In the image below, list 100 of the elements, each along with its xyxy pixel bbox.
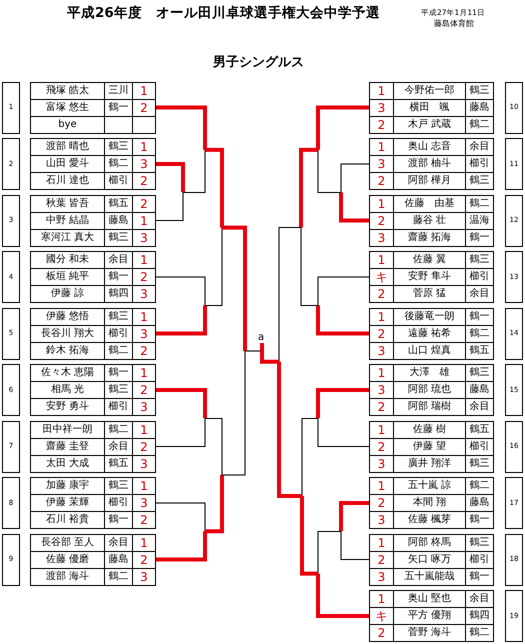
player-name: 伊藤 諒: [31, 286, 104, 302]
rank-number: 2: [370, 173, 393, 189]
player-name: 寒河江 真大: [31, 230, 104, 246]
player-name: 渡部 柚斗: [394, 156, 465, 172]
rank-number: 3: [370, 456, 393, 472]
rank-number: 2: [370, 212, 393, 228]
rank-number: 2: [133, 173, 155, 189]
school-name: 鶴一: [105, 269, 132, 285]
group-number-box: [505, 364, 523, 416]
school-name: 鶴二: [466, 326, 493, 342]
school-name: 三川: [105, 82, 132, 98]
player-table: [30, 477, 156, 529]
player-name: 五十嵐 諒: [394, 478, 465, 494]
rank-number: 2: [133, 512, 155, 528]
school-name: 鶴三: [466, 365, 493, 381]
player-table: [369, 82, 494, 134]
player-name: 山口 煌真: [394, 342, 465, 358]
player-name: 菅野 海斗: [394, 625, 465, 641]
bracket-line: [222, 350, 246, 476]
bracket-line: [156, 418, 206, 447]
bracket-line: [182, 149, 206, 193]
school-name: 余目: [105, 252, 132, 268]
player-name: 伊藤 茉輝: [31, 495, 104, 511]
rank-number: 2: [370, 625, 393, 641]
bracket-line: [299, 148, 318, 228]
school-name: 余目: [105, 534, 132, 550]
player-table: [30, 194, 156, 246]
player-name: 遠藤 祐希: [394, 326, 465, 342]
rank-number: 3: [370, 568, 393, 584]
player-name: 佐藤 樹: [394, 422, 465, 438]
title: 平成26年度 オール田川卓球選手権大会中学予選: [67, 7, 380, 20]
group-number-box: [2, 82, 20, 134]
final-label: a: [258, 333, 264, 343]
rank-number: 1: [133, 252, 155, 268]
player-name: 安野 勇斗: [31, 399, 104, 415]
school-name: 余目: [466, 139, 493, 155]
rank-number: 2: [370, 286, 393, 302]
school-name: 鶴二: [105, 568, 132, 584]
bracket-line: [260, 343, 264, 356]
school-name: 余目: [466, 286, 493, 302]
school-name: 鶴一: [105, 512, 132, 528]
player-table: [369, 194, 494, 246]
rank-number: 3: [370, 512, 393, 528]
bracket-line: [156, 162, 185, 192]
player-name: 矢口 啄万: [394, 552, 465, 568]
rank-number: 2: [133, 196, 155, 212]
school-name: 鶴三: [105, 308, 132, 324]
school-name: 余目: [105, 438, 132, 454]
rank-number: 3: [370, 230, 393, 246]
school-name: 温海: [466, 212, 493, 228]
group-number-box: [2, 251, 20, 303]
player-name: 後藤竜一朗: [394, 308, 465, 324]
group-number-box: [2, 364, 20, 416]
school-name: 鶴二: [105, 156, 132, 172]
rank-number: 1: [370, 534, 393, 550]
group-number-box: [505, 194, 523, 246]
rank-number: 3: [133, 230, 155, 246]
school-name: 鶴一: [105, 100, 132, 116]
rank-number: 3: [370, 156, 393, 172]
player-name: 國分 和未: [31, 252, 104, 268]
bracket-line: [156, 531, 207, 562]
player-name: 秋葉 皆吾: [31, 196, 104, 212]
player-table: [369, 138, 494, 190]
rank-number: 1: [370, 139, 393, 155]
rank-number: 1: [370, 252, 393, 268]
player-table: [30, 308, 156, 360]
school-name: 櫛引: [105, 399, 132, 415]
school-name: 鶴五: [466, 422, 493, 438]
bracket-line: [260, 356, 279, 364]
group-number-box: [2, 194, 20, 246]
rank-number: 1: [370, 196, 393, 212]
player-name: 渡部 海斗: [31, 568, 104, 584]
player-table: [369, 364, 494, 416]
player-name: 佐藤 由基: [394, 196, 465, 212]
school-name: 鶴一: [466, 568, 493, 584]
bracket-line: [156, 276, 206, 306]
rank-number: 2: [370, 438, 393, 454]
player-name: 石川 裕貴: [31, 512, 104, 528]
school-name: 櫛引: [466, 438, 493, 454]
school-name: 藤島: [466, 495, 493, 511]
school-name: 櫛引: [466, 552, 493, 568]
bracket-line: [300, 227, 318, 306]
player-name: 板垣 純平: [31, 269, 104, 285]
school-name: 鶴四: [466, 608, 493, 624]
bracket-line: [156, 388, 207, 418]
school-name: 鶴三: [105, 382, 132, 398]
rank-number: 2: [370, 552, 393, 568]
player-table: [369, 534, 494, 586]
player-name: 阿部 樺月: [394, 173, 465, 189]
school-name: 藤島: [466, 100, 493, 116]
school-name: 鶴二: [466, 478, 493, 494]
bracket-line: [316, 305, 369, 336]
rank-number: 3: [133, 495, 155, 511]
player-table: [369, 477, 494, 529]
rank-number: 1: [370, 591, 393, 607]
rank-number: 3: [133, 399, 155, 415]
group-number-box: [2, 308, 20, 360]
player-name: 長谷部 至人: [31, 534, 104, 550]
school-name: 鶴三: [105, 230, 132, 246]
school-name: 鶴三: [466, 82, 493, 98]
